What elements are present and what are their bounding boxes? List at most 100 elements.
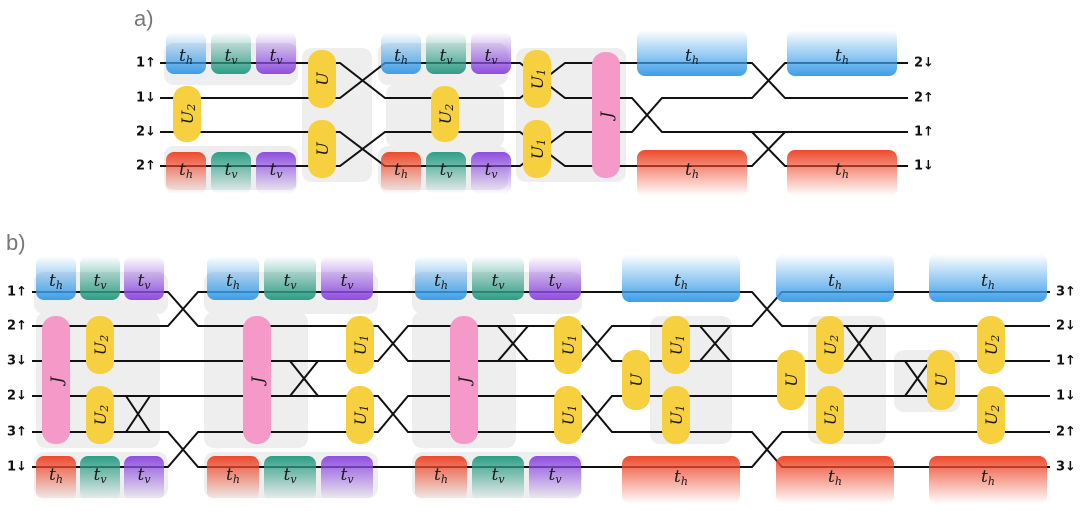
gate-shape	[622, 350, 650, 410]
gate-shape	[166, 152, 206, 194]
interaction-gate-U: U	[622, 350, 650, 410]
coupling-gate-J: J	[243, 316, 271, 444]
gate-label-tv: tv	[484, 160, 498, 181]
hopping-gate-tv: tv	[529, 256, 581, 300]
gate-label-th: th	[434, 465, 448, 486]
gate-shape	[264, 456, 316, 500]
gate-shape	[211, 32, 251, 74]
gate-shape	[426, 32, 466, 74]
gate-label-th: th	[434, 271, 448, 292]
gate-label-U1: U1	[667, 405, 687, 425]
gate-label-th: th	[179, 160, 193, 181]
wire-label-right: 3↑	[1056, 285, 1076, 300]
gate-shape	[450, 316, 478, 444]
gate-label-th: th	[49, 465, 63, 486]
gate-shape	[321, 456, 373, 500]
qubit-wire	[32, 395, 1050, 468]
interaction-gate-U2: U2	[816, 386, 844, 444]
interaction-gate-U1: U1	[662, 386, 690, 444]
wire-label-right: 1↑	[914, 125, 934, 140]
gate-label-th: th	[981, 467, 995, 488]
hopping-gate-th: th	[415, 256, 467, 300]
interaction-gate-U2: U2	[86, 386, 114, 444]
gate-label-th: th	[674, 467, 688, 488]
coupling-gate-J: J	[450, 316, 478, 444]
gate-label-tv: tv	[283, 271, 297, 292]
hopping-gate-th: th	[929, 456, 1047, 504]
interaction-gate-U: U	[308, 120, 336, 178]
interaction-gate-U: U	[308, 50, 336, 108]
hopping-gate-th: th	[415, 456, 467, 500]
hopping-gate-th: th	[207, 256, 259, 300]
hopping-gate-tv: tv	[124, 456, 164, 500]
hopping-gate-tv: tv	[426, 152, 466, 194]
gate-shape	[264, 256, 316, 300]
wire-label-left: 1↑	[7, 285, 27, 300]
hopping-gate-tv: tv	[472, 456, 524, 500]
gate-label-tv: tv	[93, 465, 107, 486]
interaction-gate-U1: U1	[346, 386, 374, 444]
qubit-wire	[497, 325, 529, 362]
panel-label-a: a)	[134, 6, 154, 31]
gate-label-U1: U1	[559, 405, 579, 425]
gate-label-th: th	[835, 46, 849, 67]
hopping-gate-tv: tv	[80, 256, 120, 300]
interaction-gate-U: U	[777, 350, 805, 410]
gate-label-tv: tv	[93, 271, 107, 292]
gate-shape	[787, 30, 897, 76]
gate-label-tv: tv	[224, 160, 238, 181]
hopping-gate-tv: tv	[211, 32, 251, 74]
hopping-gate-tv: tv	[124, 256, 164, 300]
gate-shape	[977, 316, 1005, 374]
gate-shape	[662, 316, 690, 374]
interaction-gate-U1: U1	[523, 50, 551, 108]
gate-shape	[256, 32, 296, 74]
gate-shape	[637, 150, 747, 196]
gate-label-th: th	[226, 271, 240, 292]
hopping-gate-th: th	[36, 456, 76, 500]
gate-label-U2: U2	[821, 405, 841, 425]
qubit-wire	[904, 360, 931, 397]
wire-label-left: 2↓	[136, 125, 156, 140]
gate-label-tv: tv	[269, 160, 283, 181]
wire-label-right: 1↓	[914, 159, 934, 174]
gate-label-U1: U1	[528, 69, 548, 89]
wire-label-left: 1↓	[7, 460, 27, 475]
gate-label-tv: tv	[283, 465, 297, 486]
gate-shape	[471, 152, 511, 194]
hopping-gate-th: th	[929, 254, 1047, 302]
gate-label-th: th	[674, 271, 688, 292]
gate-shape	[929, 456, 1047, 504]
interaction-gate-U2: U2	[977, 316, 1005, 374]
gate-shape	[977, 386, 1005, 444]
interaction-gate-U2: U2	[977, 386, 1005, 444]
gate-label-tv: tv	[491, 465, 505, 486]
gate-shape	[243, 316, 271, 444]
interaction-gate-U1: U1	[346, 316, 374, 374]
gate-shape	[256, 152, 296, 194]
hopping-gate-tv: tv	[321, 456, 373, 500]
gate-shape	[86, 386, 114, 444]
gate-label-th: th	[981, 271, 995, 292]
hopping-gate-th: th	[776, 456, 894, 504]
interaction-gate-U2: U2	[173, 86, 201, 142]
hopping-gate-th: th	[36, 256, 76, 300]
gate-shape	[431, 86, 459, 142]
gate-shape	[927, 350, 955, 410]
gate-label-tv: tv	[269, 46, 283, 67]
wire-label-left: 2↑	[7, 319, 27, 334]
gate-label-U2: U2	[821, 335, 841, 355]
hopping-gate-tv: tv	[426, 32, 466, 74]
gate-shape	[124, 256, 164, 300]
gate-label-tv: tv	[484, 46, 498, 67]
wire-label-right: 1↑	[1056, 354, 1076, 369]
coupling-gate-J: J	[42, 316, 70, 444]
gate-shape	[592, 52, 620, 178]
hopping-gate-th: th	[381, 32, 421, 74]
gate-label-U1: U1	[559, 335, 579, 355]
gate-label-tv: tv	[548, 465, 562, 486]
gate-shape	[346, 316, 374, 374]
gate-label-J: J	[248, 375, 267, 386]
gate-shape	[929, 254, 1047, 302]
